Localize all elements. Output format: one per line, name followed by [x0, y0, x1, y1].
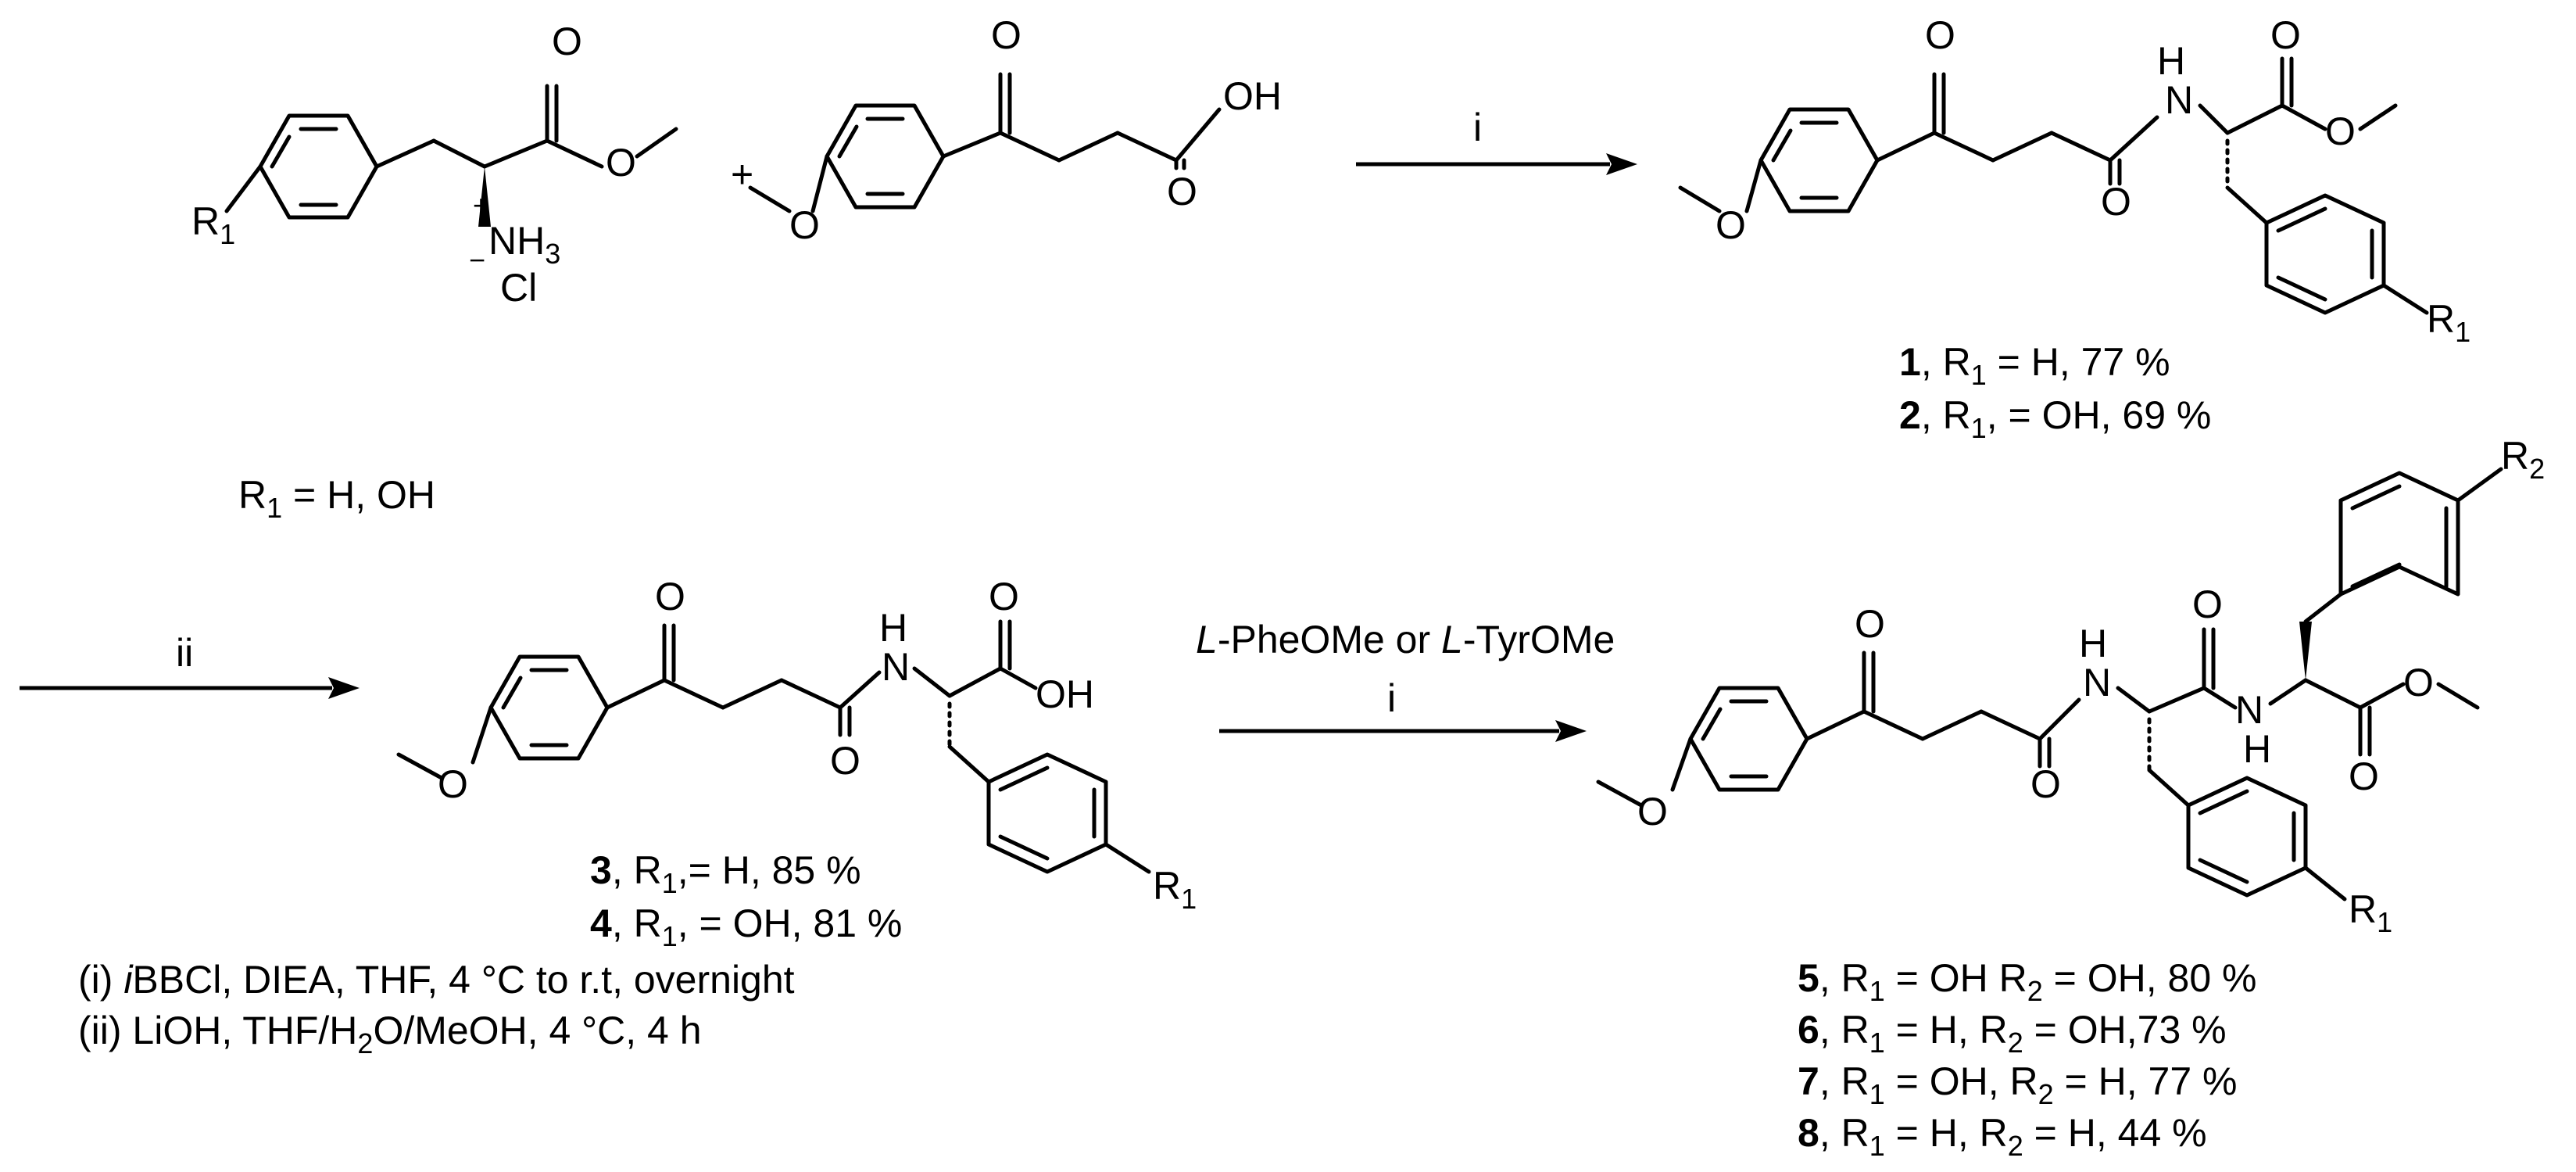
caption-compound-7: 7, R1 = OH, R2 = H, 77 %: [1798, 1059, 2238, 1110]
caption-compound-5: 5, R1 = OH R2 = OH, 80 %: [1798, 956, 2257, 1007]
ester-carbonyl-oxygen: O: [2349, 754, 2379, 798]
minus-charge: −: [469, 244, 485, 276]
phenyl-ring-r1: [2186, 776, 2308, 898]
product-3-4-captions: 3, R1,= H, 85 % 4, R1, = OH, 81 %: [590, 848, 902, 952]
r2-label: R2: [2501, 434, 2545, 485]
amide-nitrogen-2: N: [2235, 688, 2263, 732]
methoxy-oxygen: O: [1716, 203, 1746, 247]
amide-oxygen: O: [2101, 180, 2131, 224]
r1-label: R1: [191, 199, 235, 250]
arrow-label-amino-esters: L-PheOMe or L-TyrOMe: [1196, 618, 1615, 661]
conditions-legend: (i) iBBCl, DIEA, THF, 4 °C to r.t, overn…: [78, 958, 795, 1059]
acid-carbonyl-oxygen: O: [1167, 170, 1197, 213]
phenyl-ring: [986, 752, 1108, 874]
ketone-oxygen: O: [991, 13, 1021, 57]
product-5-8-captions: 5, R1 = OH R2 = OH, 80 % 6, R1 = H, R2 =…: [1798, 956, 2257, 1162]
keto-acid-reactant: O O OH O: [748, 13, 1282, 247]
chloride-ion: Cl: [500, 266, 537, 310]
arrow-label-i: i: [1473, 106, 1482, 149]
arrow-step-iii: L-PheOMe or L-TyrOMe i: [1196, 618, 1615, 742]
arrow-step-ii: ii: [20, 631, 360, 699]
caption-compound-1: 1, R1 = H, 77 %: [1899, 340, 2170, 391]
amide-h: H: [2157, 39, 2185, 83]
r1-label: R1: [2427, 297, 2470, 348]
amide-h-2: H: [2243, 727, 2271, 771]
product-5-8-structure: O O O H N O N H O O R2: [1596, 434, 2545, 938]
caption-compound-8: 8, R1 = H, R2 = H, 44 %: [1798, 1111, 2207, 1162]
amide-h: H: [879, 606, 907, 650]
amino-ester-reactant: O O R1 + NH3 − Cl: [191, 20, 678, 310]
arrow-label-ii: ii: [176, 631, 193, 675]
arrow-label-i: i: [1387, 676, 1396, 720]
ester-oxygen: O: [2403, 661, 2434, 704]
ammonium-group: NH3: [488, 219, 560, 270]
carbonyl-oxygen: O: [552, 20, 582, 63]
arrow-step-i: i: [1356, 106, 1637, 175]
plus-charge: +: [473, 189, 489, 221]
amide-oxygen-2: O: [2192, 582, 2223, 626]
r1-label: R1: [2349, 887, 2392, 938]
ketone-oxygen: O: [655, 575, 685, 618]
stereo-wedge: [2299, 622, 2312, 680]
methoxy-oxygen: O: [438, 762, 468, 806]
amide-oxygen: O: [830, 739, 860, 783]
ketone-oxygen: O: [1855, 602, 1885, 646]
ester-carbonyl-oxygen: O: [2270, 13, 2301, 57]
acid-hydroxyl: OH: [1036, 672, 1094, 716]
acid-hydroxyl: OH: [1223, 74, 1282, 118]
caption-compound-2: 2, R1, = OH, 69 %: [1899, 393, 2211, 444]
phenyl-ring-r2: [2338, 471, 2460, 597]
condition-i: (i) iBBCl, DIEA, THF, 4 °C to r.t, overn…: [78, 958, 795, 1002]
methoxy-oxygen: O: [789, 203, 820, 247]
ester-oxygen: O: [2325, 109, 2356, 153]
methoxy-oxygen: O: [1637, 790, 1668, 833]
amide-nitrogen: N: [882, 645, 910, 689]
caption-compound-4: 4, R1, = OH, 81 %: [590, 901, 902, 952]
amide-h-1: H: [2079, 622, 2107, 665]
ester-oxygen: O: [606, 141, 636, 185]
caption-compound-6: 6, R1 = H, R2 = OH,73 %: [1798, 1008, 2227, 1059]
r1-label: R1: [1153, 864, 1197, 915]
product-3-4-structure: O O O H N O OH R1: [396, 575, 1197, 915]
condition-ii: (ii) LiOH, THF/H2O/MeOH, 4 °C, 4 h: [78, 1009, 702, 1059]
phenyl-ring: [2264, 193, 2386, 315]
product-1-2-captions: 1, R1 = H, 77 % 2, R1, = OH, 69 %: [1899, 340, 2211, 444]
stereo-wedge: [478, 167, 491, 227]
acid-carbonyl-oxygen: O: [989, 575, 1019, 618]
r1-definition: R1 = H, OH: [238, 473, 435, 524]
ketone-oxygen: O: [1925, 13, 1955, 57]
amide-nitrogen: N: [2165, 78, 2193, 122]
amide-nitrogen-1: N: [2083, 661, 2111, 704]
amide-oxygen-1: O: [2030, 762, 2061, 806]
caption-compound-3: 3, R1,= H, 85 %: [590, 848, 861, 899]
product-1-2-structure: O O O H N O O R1: [1678, 13, 2470, 348]
